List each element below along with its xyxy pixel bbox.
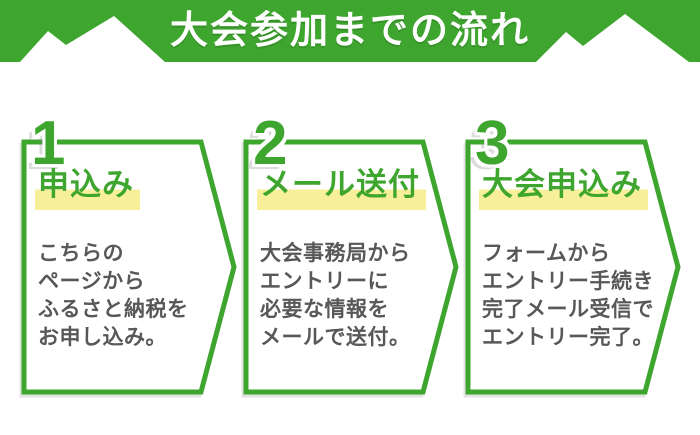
step-card-1: 1 申込み こちらの ページから ふるさと納税を お申し込み。 xyxy=(21,113,237,395)
step-title-row: メール送付 xyxy=(257,165,426,210)
header-title: 大会参加までの流れ xyxy=(169,10,530,52)
step-description-line: ふるさと納税を xyxy=(38,298,189,321)
mountains-right-icon xyxy=(536,14,689,62)
step-title: 申込み xyxy=(35,165,140,210)
step-description-line: メールで送付。 xyxy=(260,326,411,349)
step-title-row: 申込み xyxy=(35,165,140,210)
header-background xyxy=(0,0,700,62)
header-banner: 大会参加までの流れ xyxy=(0,0,700,64)
step-description-line: お申し込み。 xyxy=(38,326,167,349)
step-description-line: エントリーに xyxy=(260,270,389,293)
step-description: 大会事務局から エントリーに 必要な情報を メールで送付。 xyxy=(260,240,411,352)
step-description: フォームから エントリー手続き 完了メール受信で エントリー完了。 xyxy=(482,240,654,352)
step-description-line: 大会事務局から xyxy=(260,242,411,265)
step-number: 3 xyxy=(475,109,510,178)
step-description-line: 必要な情報を xyxy=(260,298,389,321)
step-description-line: こちらの xyxy=(38,242,124,265)
step-title-row: 大会申込み xyxy=(479,165,648,210)
step-description-line: ページから xyxy=(38,270,146,293)
step-description-line: エントリー手続き xyxy=(482,270,654,293)
step-number: 1 xyxy=(31,109,66,178)
step-title: メール送付 xyxy=(257,165,426,210)
step-description-line: 完了メール受信で xyxy=(482,298,654,321)
step-description-line: エントリー完了。 xyxy=(482,326,654,349)
step-number: 2 xyxy=(253,109,288,178)
mountains-left-icon xyxy=(20,16,165,62)
step-description: こちらの ページから ふるさと納税を お申し込み。 xyxy=(38,240,189,352)
step-card-3: 3 大会申込み フォームから エントリー手続き 完了メール受信で エントリー完了… xyxy=(465,113,681,395)
step-card-2: 2 メール送付 大会事務局から エントリーに 必要な情報を メールで送付。 xyxy=(243,113,459,395)
step-description-line: フォームから xyxy=(482,242,611,265)
step-title: 大会申込み xyxy=(479,165,648,210)
